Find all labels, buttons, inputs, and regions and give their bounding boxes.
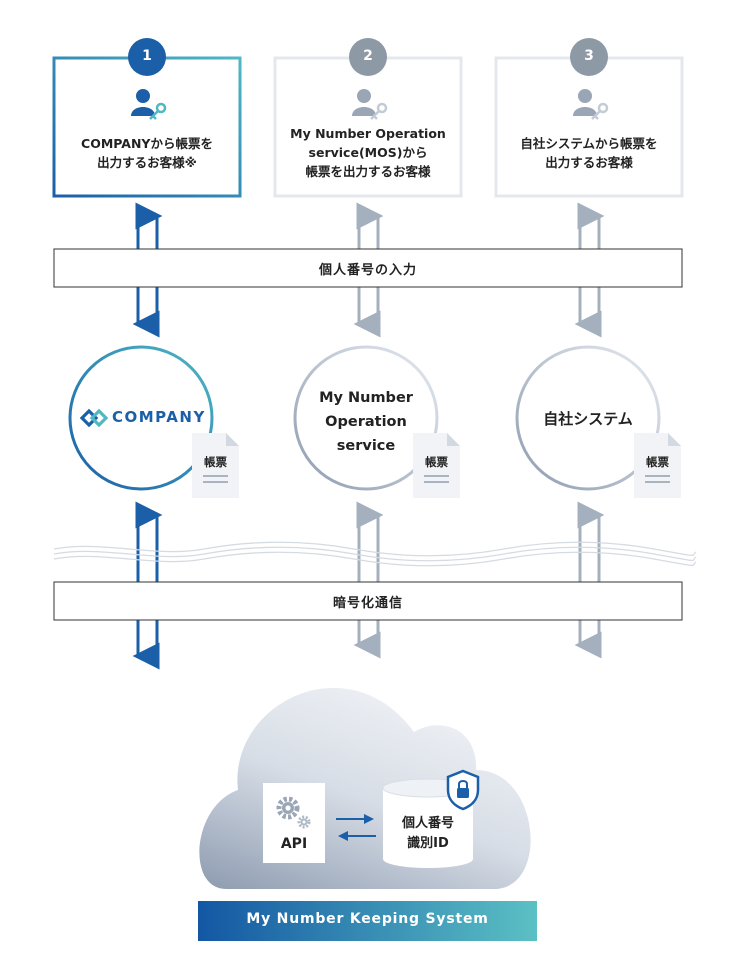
own-system-circle (515, 345, 661, 491)
api-db-arrows (336, 814, 376, 841)
system-name-banner-label: My Number Keeping System (246, 911, 489, 927)
shield-lock-icon (446, 769, 480, 811)
number-badge-1-label: 1 (142, 48, 152, 64)
network-waves (53, 541, 697, 567)
document-label: 帳票 (204, 455, 227, 469)
own-system-label: 自社システム (543, 410, 633, 428)
arrows-col2-bottom (353, 501, 384, 659)
company-circle (68, 345, 214, 491)
user-key-icon (573, 89, 609, 120)
customer-box-3 (494, 56, 684, 198)
number-badge-2 (349, 38, 387, 76)
api-card (263, 783, 325, 863)
document-icon (192, 433, 239, 498)
database-label: 個人番号 識別ID (401, 816, 454, 851)
company-logo-icon (79, 408, 109, 428)
mos-circle (293, 345, 439, 491)
mos-circle-label: My Number Operation service (319, 390, 413, 454)
user-key-icon (131, 89, 167, 120)
number-badge-1 (128, 38, 166, 76)
document-label: 帳票 (425, 455, 448, 469)
cloud-shape (199, 687, 531, 889)
document-label: 帳票 (646, 455, 669, 469)
customer-box-2 (273, 56, 463, 198)
arrows-col3-bottom (574, 501, 605, 659)
company-logo-text: COMPANY (112, 408, 206, 426)
customer-box-2-label: My Number Operation service(MOS)から 帳票を出力… (290, 126, 446, 179)
document-icon (413, 433, 460, 498)
customer-box-3-label: 自社システムから帳票を 出力するお客様 (520, 136, 658, 170)
input-bar-label: 個人番号の入力 (318, 263, 417, 278)
encryption-bar-label: 暗号化通信 (332, 596, 403, 611)
customer-box-1-label: COMPANYから帳票を 出力するお客様※ (81, 136, 213, 170)
system-name-banner (198, 901, 537, 941)
encryption-bar (53, 581, 683, 621)
number-badge-3-label: 3 (584, 48, 594, 64)
customer-box-1 (52, 56, 242, 198)
input-bar (53, 248, 683, 288)
number-badge-2-label: 2 (363, 48, 373, 64)
gear-icon (276, 796, 311, 829)
api-label: API (280, 836, 308, 852)
number-badge-3 (570, 38, 608, 76)
document-icon (634, 433, 681, 498)
user-key-icon (352, 89, 388, 120)
